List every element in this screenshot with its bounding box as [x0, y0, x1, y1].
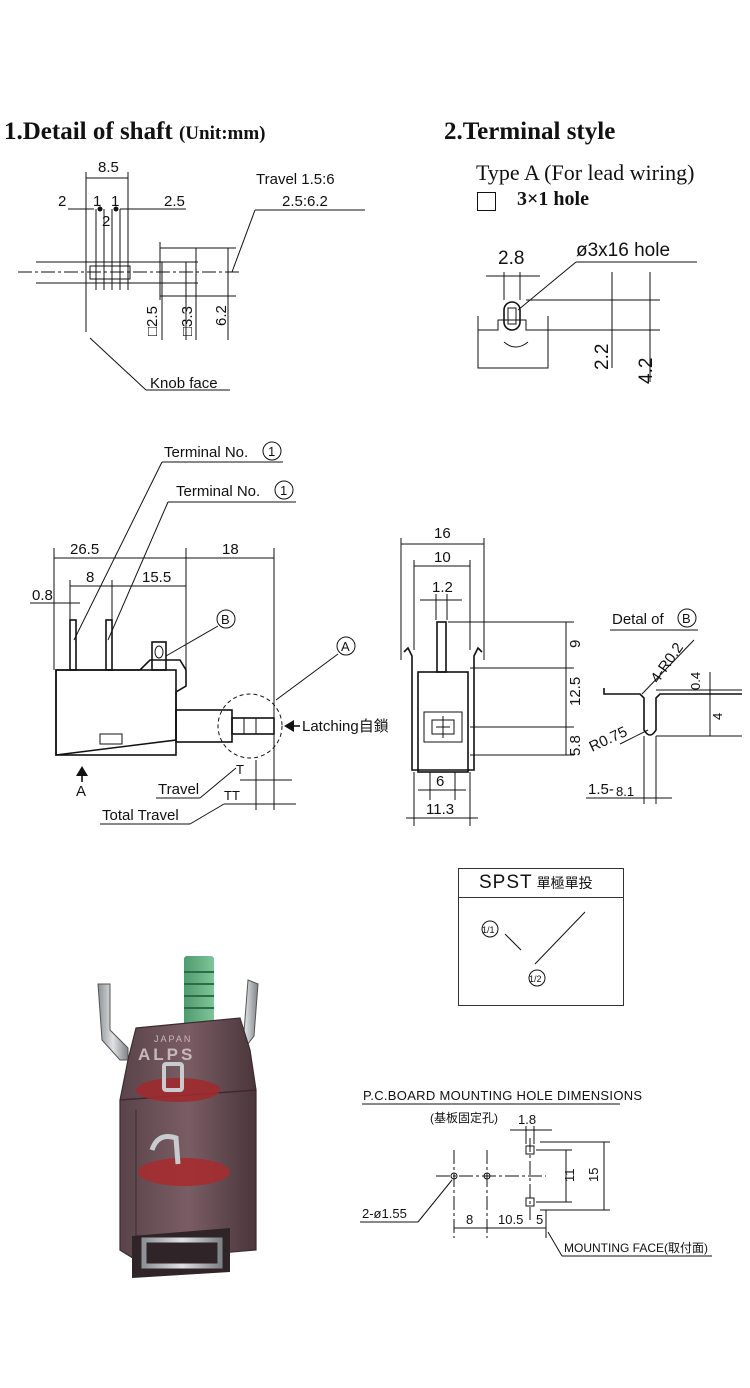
dim-26-5: 26.5	[70, 541, 99, 558]
dim-4-r0-2: 4-R0.2	[647, 640, 687, 687]
terminal-no-label-1: Terminal No.	[164, 444, 248, 461]
terminal-drawing: 2.8 ø3x16 hole 2.2 4.2	[477, 240, 697, 384]
dim-1-5: 1.5-	[588, 781, 614, 798]
spst-box: SPST 單極單投 1/1 1/2	[458, 868, 624, 1006]
dim-9: 9	[567, 640, 584, 648]
dim-12-5: 12.5	[567, 677, 584, 706]
dim-11-3: 11.3	[426, 801, 454, 818]
pcb-subtitle: (基板固定孔)	[430, 1110, 498, 1125]
product-photo: JAPAN ALPS	[97, 956, 259, 1278]
spst-terminal-1: 1/1	[482, 925, 495, 935]
checkbox-icon	[477, 192, 496, 211]
dim-0-8: 0.8	[32, 587, 53, 604]
circle-a: A	[341, 639, 350, 654]
dim-0-4: 0.4	[688, 672, 703, 690]
pcb-dim-11: 11	[562, 1169, 577, 1183]
spst-terminal-2: 1/2	[529, 974, 542, 984]
bracket-left	[97, 983, 129, 1061]
hole-label-text: ø3x16 hole	[576, 240, 670, 261]
circle-b: B	[221, 612, 230, 627]
detail-b-circle: B	[682, 611, 691, 626]
dim-4: 4	[710, 713, 725, 720]
circle-1-b: 1	[280, 483, 287, 498]
dim-8-5: 8.5	[98, 159, 119, 176]
dim-1-2: 1.2	[432, 579, 453, 596]
total-travel-label: Total Travel	[102, 807, 179, 824]
unit-label: (Unit:mm)	[178, 123, 266, 144]
pcb-dim-10-5: 10.5	[498, 1212, 523, 1227]
dim-1a: 1	[93, 193, 101, 210]
knob-face-label: Knob face	[150, 375, 218, 392]
dim-15-5: 15.5	[142, 569, 171, 586]
spst-title: SPST	[479, 872, 533, 893]
pcb-holes-drawing: P.C.BOARD MOUNTING HOLE DIMENSIONS (基板固定…	[360, 1088, 712, 1257]
latching-label: Latching自鎖	[302, 718, 389, 735]
photo-brand-text: ALPS	[138, 1045, 195, 1064]
dim-2-2: 2.2	[592, 344, 613, 370]
dim-8: 8	[86, 569, 94, 586]
dim-1b: 1	[111, 193, 119, 210]
dim-4-2: 4.2	[636, 358, 657, 384]
detail-b-drawing: Detal of B 4-R0.2 0.4 4 R0.75 1.5- 8.1	[586, 608, 742, 804]
pcb-dim-1-8: 1.8	[518, 1112, 536, 1127]
pcb-title: P.C.BOARD MOUNTING HOLE DIMENSIONS	[363, 1088, 642, 1103]
shaft-detail-drawing: 8.5 2 1 1 2 2.5 Travel 1.5:6 2.5:6.2 □2.…	[18, 159, 365, 392]
dim-sq-2-5: □2.5	[144, 306, 161, 336]
detail-b-label: Detal of	[612, 611, 665, 628]
dim-18: 18	[222, 541, 239, 558]
dim-1-5-tolerance: 8.1	[616, 784, 634, 799]
terminal-lower	[149, 1134, 181, 1165]
terminal-no-label-2: Terminal No.	[176, 483, 260, 500]
dim-6: 6	[436, 773, 444, 790]
dim-2: 2	[58, 193, 66, 210]
type-a-label: Type A (For lead wiring)	[476, 160, 695, 185]
pcb-dim-8: 8	[466, 1212, 473, 1227]
circle-1-a: 1	[268, 444, 275, 459]
travel-a-label: Travel 1.5:6	[256, 171, 335, 188]
terminal-upper	[162, 1062, 184, 1092]
side-view-drawing: Terminal No. 1 Terminal No. 1 26.5 18 0.…	[30, 441, 389, 825]
photo-origin-text: JAPAN	[154, 1034, 192, 1044]
dim-r0-75: R0.75	[587, 723, 630, 755]
dim-2-5: 2.5	[164, 193, 185, 210]
dim-6-2: 6.2	[213, 305, 230, 326]
travel-t2: TT	[224, 788, 240, 803]
section-1-title: 1.Detail of shaft (Unit:mm)	[4, 118, 266, 145]
view-a-label: A	[76, 783, 86, 800]
section-2-title: 2.Terminal style	[444, 118, 616, 145]
pcb-holes-label: 2-ø1.55	[362, 1206, 407, 1221]
dim-5-8: 5.8	[567, 735, 584, 756]
travel-t1: T	[236, 762, 244, 777]
spst-symbol: 1/1 1/2	[481, 911, 586, 987]
spst-cjk: 單極單投	[536, 875, 593, 891]
dim-2-8: 2.8	[498, 248, 524, 269]
front-view-drawing: 16 10 1.2 9 12.5 5.8 6 11.3	[400, 525, 584, 826]
green-shaft	[184, 956, 214, 1032]
travel-b-label: 2.5:6.2	[282, 193, 328, 210]
dim-sq-3-3: □3.3	[179, 306, 196, 336]
pcb-dim-5: 5	[536, 1212, 543, 1227]
dim-10: 10	[434, 549, 451, 566]
dim-2b: 2	[102, 213, 110, 230]
spst-header: SPST 單極單投	[459, 869, 623, 898]
mounting-face-label: MOUNTING FACE(取付面)	[564, 1241, 708, 1255]
travel-label: Travel	[158, 781, 199, 798]
pcb-dim-15: 15	[586, 1168, 601, 1182]
hole-label: 3×1 hole	[517, 188, 589, 210]
bottom-clip	[141, 1237, 223, 1269]
dim-16: 16	[434, 525, 451, 542]
